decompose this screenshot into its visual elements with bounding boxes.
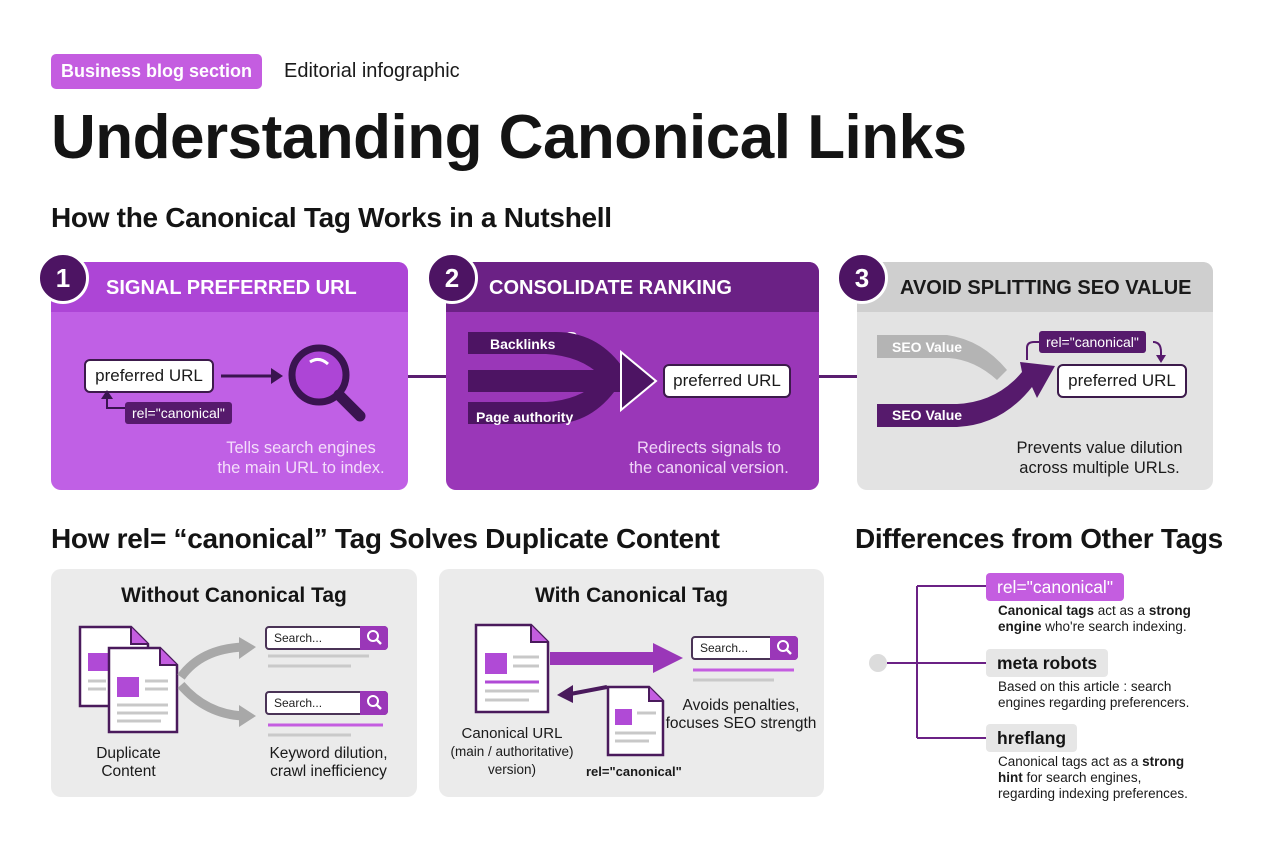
- step-title: AVOID SPLITTING SEO VALUE: [857, 262, 1213, 312]
- tag-hreflang-description: Canonical tags act as a strong hint for …: [998, 754, 1188, 801]
- with-canonical-panel: With Canonical Tag Search... Avoids pena…: [439, 569, 824, 797]
- step-title: SIGNAL PREFERRED URL: [51, 262, 408, 312]
- step-card-3: AVOID SPLITTING SEO VALUE SEO Value SEO …: [857, 262, 1213, 490]
- preferred-url-box: preferred URL: [84, 359, 214, 393]
- search-input[interactable]: Search...: [265, 691, 388, 715]
- search-icon: [360, 691, 388, 715]
- signal-merge-arrow: [468, 332, 658, 424]
- section-tag: Business blog section: [51, 54, 263, 89]
- page-authority-label: Page authority: [476, 409, 574, 425]
- canonical-url-label: Canonical URL (main / authoritative) ver…: [450, 725, 574, 777]
- step-card-1: SIGNAL PREFERRED URL preferred URL rel="…: [51, 262, 408, 490]
- section-heading-duplicate-content: How rel= “canonical” Tag Solves Duplicat…: [51, 523, 720, 554]
- duplicate-documents-icon: [78, 625, 383, 737]
- without-canonical-panel: Without Canonical Tag Search... Search..…: [51, 569, 417, 797]
- tag-hreflang: hreflang: [986, 724, 1078, 752]
- search-input[interactable]: Search...: [691, 636, 798, 660]
- preferred-url-box: preferred URL: [663, 364, 791, 398]
- seo-value-label: SEO Value: [892, 407, 963, 423]
- section-subtitle: Editorial infographic: [284, 60, 460, 82]
- step-1-graphics: [101, 368, 283, 409]
- tag-canonical-description: Canonical tags act as a strong engine wh…: [998, 603, 1191, 634]
- canonical-documents-icon: [474, 623, 794, 757]
- panel-title: With Canonical Tag: [534, 584, 729, 607]
- preferred-url-box: preferred URL: [1057, 364, 1187, 398]
- step-number-1: 1: [37, 252, 89, 304]
- canonical-tag-label: rel="canonical": [586, 764, 682, 779]
- keyword-dilution-label: Keyword dilution,crawl inefficiency: [269, 745, 388, 780]
- backlinks-label: Backlinks: [490, 336, 556, 352]
- panel-title: Without Canonical Tag: [121, 584, 347, 607]
- canonical-tag-label: rel="canonical": [1039, 331, 1146, 353]
- seo-value-label: SEO Value: [892, 339, 963, 355]
- page-title: Understanding Canonical Links: [51, 103, 967, 172]
- tag-canonical: rel="canonical": [986, 573, 1125, 601]
- step-number-2: 2: [426, 252, 478, 304]
- canonical-tag-label: rel="canonical": [125, 402, 232, 424]
- search-icon: [770, 636, 798, 660]
- tag-tree-connector: [869, 585, 987, 739]
- tag-meta-robots: meta robots: [986, 649, 1109, 677]
- tag-meta-robots-description: Based on this article : search engines r…: [998, 679, 1190, 710]
- magnifier-icon: [288, 344, 366, 422]
- benefit-label: Avoids penalties,focuses SEO strength: [665, 697, 817, 732]
- step-card-2: CONSOLIDATE RANKING SIGNALS Backlinks Pa…: [446, 262, 819, 490]
- search-input[interactable]: Search...: [265, 626, 388, 650]
- value-merge-arrow: [877, 335, 1166, 427]
- section-heading-how-it-works: How the Canonical Tag Works in a Nutshel…: [51, 202, 612, 233]
- search-icon: [360, 626, 388, 650]
- section-heading-differences: Differences from Other Tags: [855, 523, 1223, 554]
- step-number-3: 3: [836, 252, 888, 304]
